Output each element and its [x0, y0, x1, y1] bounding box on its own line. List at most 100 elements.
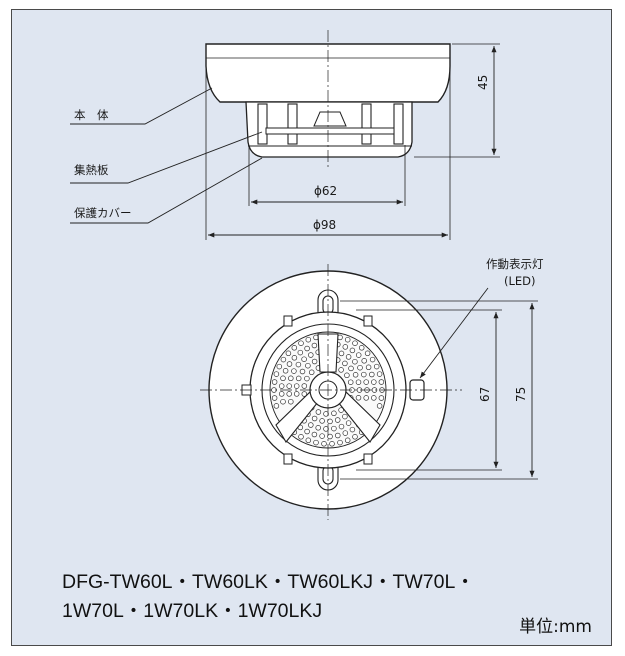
- perforation-hole: [271, 395, 278, 401]
- perforation-hole: [352, 434, 358, 440]
- label-heat-plate: 集熱板: [74, 163, 109, 177]
- perforation-hole: [371, 379, 377, 385]
- perforation-hole: [321, 441, 327, 447]
- perforation-hole: [308, 369, 315, 376]
- model-list: DFG-TW60L・TW60LK・TW60LKJ・TW70L・ 1W70L・1W…: [62, 568, 475, 626]
- perforation-hole: [280, 375, 286, 382]
- perforation-hole: [291, 355, 298, 361]
- perforation-hole: [298, 340, 304, 346]
- perforation-hole: [369, 356, 376, 363]
- perforation-hole: [342, 360, 348, 367]
- dim-outer-diameter: ϕ98: [313, 218, 337, 232]
- label-indicator: 作動表示灯: [486, 257, 544, 271]
- perforation-hole: [311, 415, 318, 422]
- perforation-hole: [308, 422, 314, 428]
- label-body: 本 体: [74, 108, 109, 122]
- perforation-hole: [295, 375, 302, 382]
- perforation-hole: [352, 358, 358, 365]
- perforation-hole: [313, 439, 319, 446]
- perforation-hole: [378, 395, 385, 401]
- perforation-hole: [311, 342, 318, 349]
- bottom-view: [200, 264, 538, 520]
- perforation-hole: [323, 411, 329, 417]
- perforation-hole: [286, 391, 292, 397]
- perforation-hole: [361, 371, 367, 378]
- perforation-hole: [276, 363, 283, 370]
- dim-inner-diameter: ϕ62: [314, 184, 338, 198]
- perforation-hole: [301, 383, 308, 389]
- perforation-hole: [315, 409, 322, 415]
- perforation-hole: [295, 361, 302, 368]
- perforation-hole: [286, 383, 292, 389]
- perforation-hole: [273, 403, 280, 409]
- perforation-hole: [338, 423, 345, 430]
- perforation-hole: [304, 345, 310, 352]
- perforation-hole: [323, 426, 329, 432]
- perforation-hole: [347, 379, 354, 385]
- perforation-hole: [364, 350, 371, 357]
- perforation-hole: [344, 372, 350, 379]
- perforation-hole: [352, 372, 359, 378]
- perforation-hole: [358, 345, 365, 351]
- perforation-hole: [291, 345, 298, 351]
- perforation-hole: [319, 418, 325, 424]
- perforation-hole: [349, 347, 356, 354]
- perforation-hole: [334, 417, 341, 423]
- perforation-hole: [301, 356, 307, 362]
- perforation-hole: [369, 371, 375, 378]
- perforation-hole: [271, 379, 278, 385]
- perforation-hole: [327, 418, 333, 425]
- perforation-hole: [311, 431, 318, 438]
- perforation-hole: [345, 420, 352, 426]
- perforation-hole: [337, 439, 343, 446]
- perforation-hole: [357, 364, 363, 371]
- perforation-hole: [282, 368, 289, 374]
- perforation-hole: [273, 371, 280, 377]
- perforation-hole: [335, 432, 341, 439]
- perforation-hole: [297, 349, 304, 356]
- perforation-hole: [376, 371, 383, 377]
- dim-outer-span: 75: [514, 386, 528, 402]
- perforation-hole: [278, 391, 285, 397]
- perforation-hole: [348, 365, 354, 372]
- perforation-hole: [338, 367, 344, 373]
- perforation-hole: [291, 368, 297, 374]
- perforation-hole: [319, 433, 325, 439]
- perforation-hole: [355, 352, 362, 358]
- perforation-hole: [344, 437, 351, 444]
- perforation-hole: [342, 413, 348, 420]
- perforation-hole: [280, 398, 286, 405]
- perforation-hole: [355, 395, 362, 401]
- perforation-hole: [315, 425, 321, 431]
- label-indicator-led: (LED): [504, 274, 536, 288]
- perforation-hole: [373, 363, 380, 370]
- perforation-hole: [344, 336, 351, 343]
- model-line-1: DFG-TW60L・TW60LK・TW60LKJ・TW70L・: [62, 571, 475, 593]
- perforation-hole: [305, 336, 312, 343]
- perforation-hole: [278, 383, 285, 389]
- perforation-hole: [288, 375, 294, 382]
- perforation-hole: [329, 441, 335, 447]
- perforation-hole: [298, 434, 304, 440]
- dim-inner-span: 67: [478, 386, 492, 402]
- perforation-hole: [378, 379, 385, 385]
- perforation-hole: [293, 383, 300, 389]
- perforation-hole: [293, 391, 300, 397]
- perforation-hole: [363, 379, 369, 385]
- perforation-hole: [288, 398, 294, 405]
- perforation-hole: [301, 391, 308, 397]
- perforation-hole: [361, 358, 367, 364]
- perforation-hole: [304, 375, 310, 382]
- perforation-hole: [305, 437, 312, 444]
- perforation-hole: [376, 403, 383, 409]
- perforation-hole: [286, 361, 293, 367]
- perforation-hole: [331, 425, 337, 432]
- perforation-hole: [305, 362, 311, 369]
- perforation-hole: [365, 364, 372, 371]
- dim-height: 45: [476, 74, 490, 90]
- perforation-hole: [338, 407, 344, 413]
- perforation-hole: [342, 344, 349, 350]
- side-view: [70, 30, 500, 240]
- perforation-hole: [304, 428, 310, 435]
